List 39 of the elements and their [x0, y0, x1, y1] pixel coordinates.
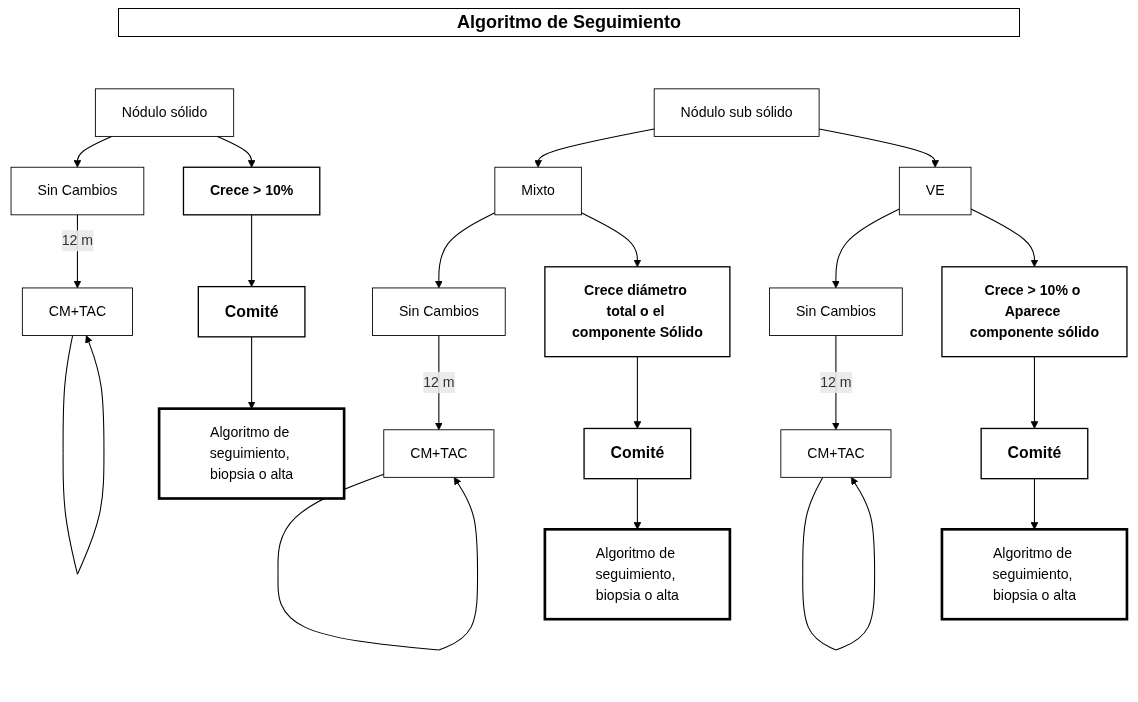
- node-box: Sin Cambios: [10, 166, 145, 216]
- arrow: [534, 128, 655, 168]
- node-box: CM+TAC: [383, 429, 495, 478]
- arrow: [434, 212, 496, 289]
- arrow: [832, 208, 900, 289]
- edge-label: 12 m: [61, 232, 94, 248]
- node-box: Comité: [583, 427, 692, 480]
- arrow: [73, 135, 113, 168]
- title: Algoritmo de Seguimiento: [118, 8, 1020, 37]
- node-box: CM+TAC: [780, 429, 892, 478]
- node-box: Mixto: [494, 166, 582, 216]
- node-box: Algoritmo de seguimiento, biopsia o alta: [157, 407, 346, 500]
- node-box: Crece > 10% o Aparece componente sólido: [941, 266, 1128, 358]
- arrow: [633, 478, 642, 530]
- arrow: [802, 476, 876, 651]
- arrow: [216, 135, 256, 168]
- node-box: Comité: [980, 427, 1089, 480]
- node-box: Crece > 10%: [182, 166, 321, 216]
- node-box: CM+TAC: [21, 287, 133, 336]
- node-box: Algoritmo de seguimiento, biopsia o alta: [543, 528, 732, 621]
- arrow: [818, 128, 940, 168]
- node-box: Sin Cambios: [769, 287, 903, 336]
- arrow: [247, 214, 256, 287]
- node-box: Nódulo sólido: [94, 88, 235, 137]
- edge-label: 12 m: [820, 374, 852, 390]
- node-box: Sin Cambios: [372, 287, 506, 336]
- node-box: Algoritmo de seguimiento, biopsia o alta: [940, 528, 1129, 621]
- arrow: [1030, 478, 1039, 530]
- arrow: [633, 356, 642, 429]
- arrow: [970, 208, 1039, 268]
- arrow: [1030, 356, 1039, 429]
- arrow: [247, 336, 256, 409]
- arrow: [580, 212, 642, 268]
- edge-label: 12 m: [423, 374, 455, 390]
- node-box: Crece diámetro total o el componente Sólido: [544, 266, 731, 358]
- arrow: [62, 335, 105, 575]
- node-box: VE: [898, 166, 972, 216]
- node-box: Comité: [197, 285, 306, 338]
- node-box: Nódulo sub sólido: [653, 88, 820, 137]
